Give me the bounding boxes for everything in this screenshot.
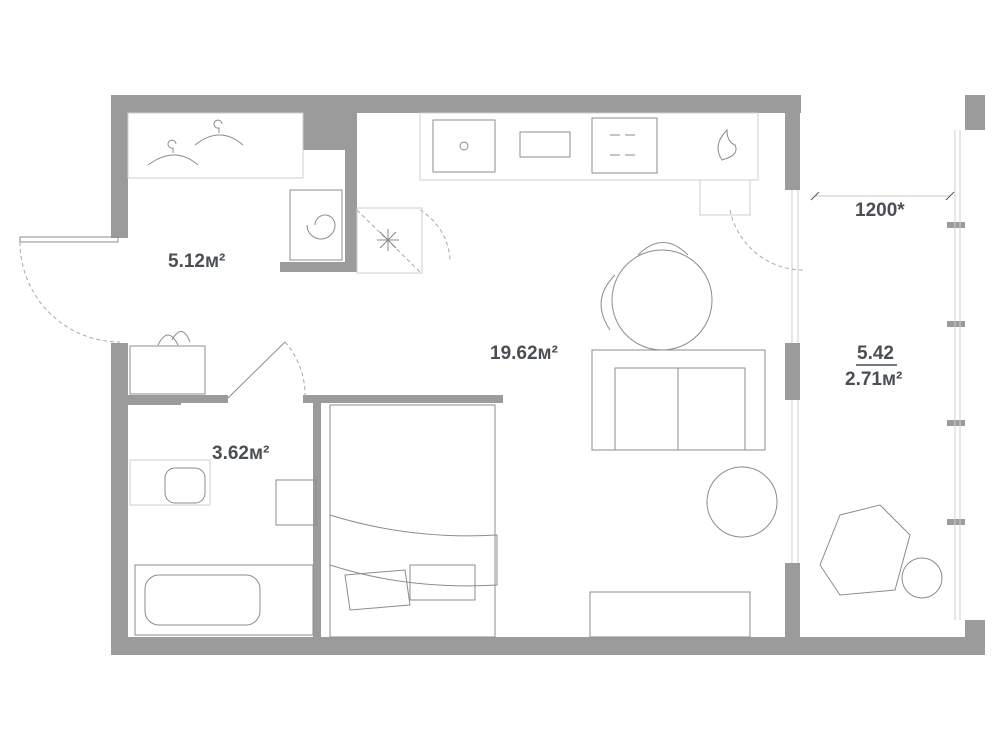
living-area-label: 19.62м² bbox=[490, 343, 558, 364]
walls bbox=[111, 95, 985, 655]
furniture bbox=[127, 112, 943, 638]
doors bbox=[19, 209, 806, 399]
balcony-area-label: 2.71м² bbox=[845, 369, 903, 390]
bathroom-area-label: 3.62м² bbox=[212, 443, 270, 464]
balcony-total-area-label: 5.42 bbox=[857, 343, 894, 364]
balcony-width-dimension: 1200* bbox=[855, 200, 905, 221]
hallway-area-label: 5.12м² bbox=[168, 251, 226, 272]
dimension-line bbox=[810, 191, 955, 201]
windows bbox=[791, 130, 961, 620]
